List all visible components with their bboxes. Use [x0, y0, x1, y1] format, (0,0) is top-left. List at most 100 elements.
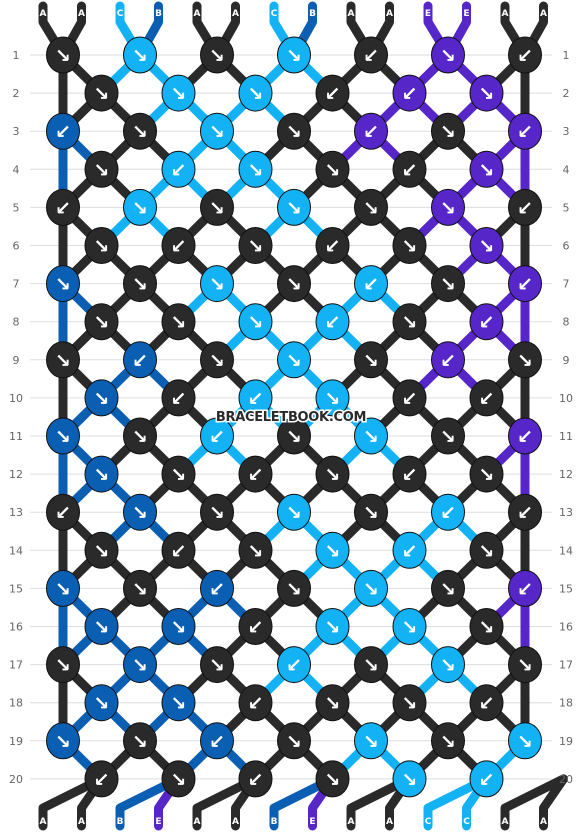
arrow-down-left-icon: ↙ — [286, 655, 302, 677]
arrow-down-right-icon: ↘ — [55, 350, 71, 372]
arrow-down-left-icon: ↙ — [402, 388, 418, 410]
knot: ↘ — [431, 646, 465, 684]
knot-oval — [200, 722, 234, 760]
arrow-down-right-icon: ↘ — [325, 769, 341, 791]
knot: ↘ — [200, 493, 234, 531]
top-string-label: B — [155, 9, 162, 19]
knot-oval — [315, 303, 350, 341]
knot-oval — [431, 36, 465, 74]
arrow-down-left-icon: ↙ — [171, 159, 187, 181]
arrow-down-right-icon: ↘ — [325, 388, 341, 410]
knot-oval — [238, 303, 273, 341]
arrow-down-right-icon: ↘ — [363, 578, 379, 600]
arrow-down-left-icon: ↙ — [209, 731, 225, 753]
arrow-down-right-icon: ↘ — [402, 617, 418, 639]
knot: ↙ — [354, 36, 388, 74]
knot: ↘ — [508, 341, 542, 379]
row-number-right: 6 — [563, 240, 570, 253]
knot-oval — [46, 646, 80, 684]
knot: ↘ — [84, 74, 119, 112]
watermark-text: BRACELETBOOK.COM — [216, 410, 366, 425]
bottom-string-label: C — [463, 817, 470, 827]
row-number-right: 11 — [559, 430, 573, 443]
arrow-down-right-icon: ↘ — [132, 502, 148, 524]
arrow-down-left-icon: ↙ — [325, 83, 341, 105]
arrow-down-right-icon: ↘ — [325, 464, 341, 486]
arrow-down-right-icon: ↘ — [209, 350, 225, 372]
arrow-down-left-icon: ↙ — [325, 312, 341, 334]
knot: ↘ — [161, 760, 196, 798]
knot: ↘ — [508, 646, 542, 684]
knot-oval — [508, 417, 542, 455]
arrow-down-right-icon: ↘ — [440, 121, 456, 143]
arrow-down-right-icon: ↘ — [479, 540, 495, 562]
arrow-down-right-icon: ↘ — [55, 426, 71, 448]
arrow-down-right-icon: ↘ — [440, 197, 456, 219]
knot-oval — [315, 684, 350, 722]
arrow-down-right-icon: ↘ — [94, 464, 110, 486]
arrow-down-left-icon: ↙ — [132, 350, 148, 372]
arrow-down-left-icon: ↙ — [402, 464, 418, 486]
knot-oval — [315, 150, 350, 188]
row-number-right: 7 — [563, 278, 570, 291]
row-number-left: 6 — [13, 240, 20, 253]
arrow-down-right-icon: ↘ — [94, 236, 110, 258]
arrow-down-right-icon: ↘ — [171, 312, 187, 334]
arrow-down-right-icon: ↘ — [440, 274, 456, 296]
knot-oval — [161, 379, 196, 417]
bottom-string-label: A — [232, 817, 239, 827]
knot-oval — [238, 150, 273, 188]
arrow-down-left-icon: ↙ — [402, 540, 418, 562]
arrow-down-left-icon: ↙ — [55, 197, 71, 219]
knot-oval — [392, 531, 427, 569]
arrow-down-right-icon: ↘ — [402, 312, 418, 334]
arrow-down-right-icon: ↘ — [209, 655, 225, 677]
knot-oval — [84, 455, 119, 493]
arrow-down-right-icon: ↘ — [132, 274, 148, 296]
knot-oval — [277, 722, 311, 760]
knot-oval — [200, 112, 234, 150]
bottom-string — [192, 774, 260, 831]
knot: ↘ — [84, 684, 119, 722]
knot: ↘ — [354, 188, 388, 226]
knot: ↘ — [123, 417, 157, 455]
knot-oval — [46, 36, 80, 74]
knot-oval — [354, 188, 388, 226]
arrow-down-right-icon: ↘ — [94, 693, 110, 715]
knot: ↘ — [46, 646, 80, 684]
arrow-down-right-icon: ↘ — [248, 83, 264, 105]
bottom-string — [346, 774, 414, 831]
knot-oval — [200, 265, 234, 303]
knot: ↘ — [200, 112, 234, 150]
knot-oval — [431, 646, 465, 684]
arrow-down-left-icon: ↙ — [517, 197, 533, 219]
knot: ↘ — [431, 112, 465, 150]
arrow-down-left-icon: ↙ — [479, 312, 495, 334]
arrow-down-right-icon: ↘ — [440, 578, 456, 600]
knot-oval — [315, 74, 350, 112]
arrow-down-left-icon: ↙ — [248, 464, 264, 486]
knot: ↘ — [200, 265, 234, 303]
arrow-down-left-icon: ↙ — [479, 693, 495, 715]
bottom-string-label: C — [425, 817, 432, 827]
knot: ↘ — [469, 74, 504, 112]
arrow-down-right-icon: ↘ — [209, 274, 225, 296]
arrow-down-right-icon: ↘ — [94, 159, 110, 181]
row-number-left: 9 — [13, 354, 20, 367]
knot-oval — [431, 188, 465, 226]
knot: ↘ — [84, 379, 119, 417]
row-number-left: 13 — [9, 506, 23, 519]
arrow-down-right-icon: ↘ — [325, 617, 341, 639]
knot-oval — [315, 760, 350, 798]
knot: ↘ — [84, 455, 119, 493]
knot: ↘ — [84, 150, 119, 188]
knot-oval — [161, 608, 196, 645]
knot: ↘ — [123, 722, 157, 760]
knot: ↘ — [469, 608, 504, 645]
arrow-down-right-icon: ↘ — [479, 159, 495, 181]
knot: ↙ — [200, 569, 234, 607]
knot: ↙ — [238, 684, 273, 722]
bottom-string — [500, 774, 568, 831]
row-number-left: 7 — [13, 278, 20, 291]
knot-oval — [508, 569, 542, 607]
